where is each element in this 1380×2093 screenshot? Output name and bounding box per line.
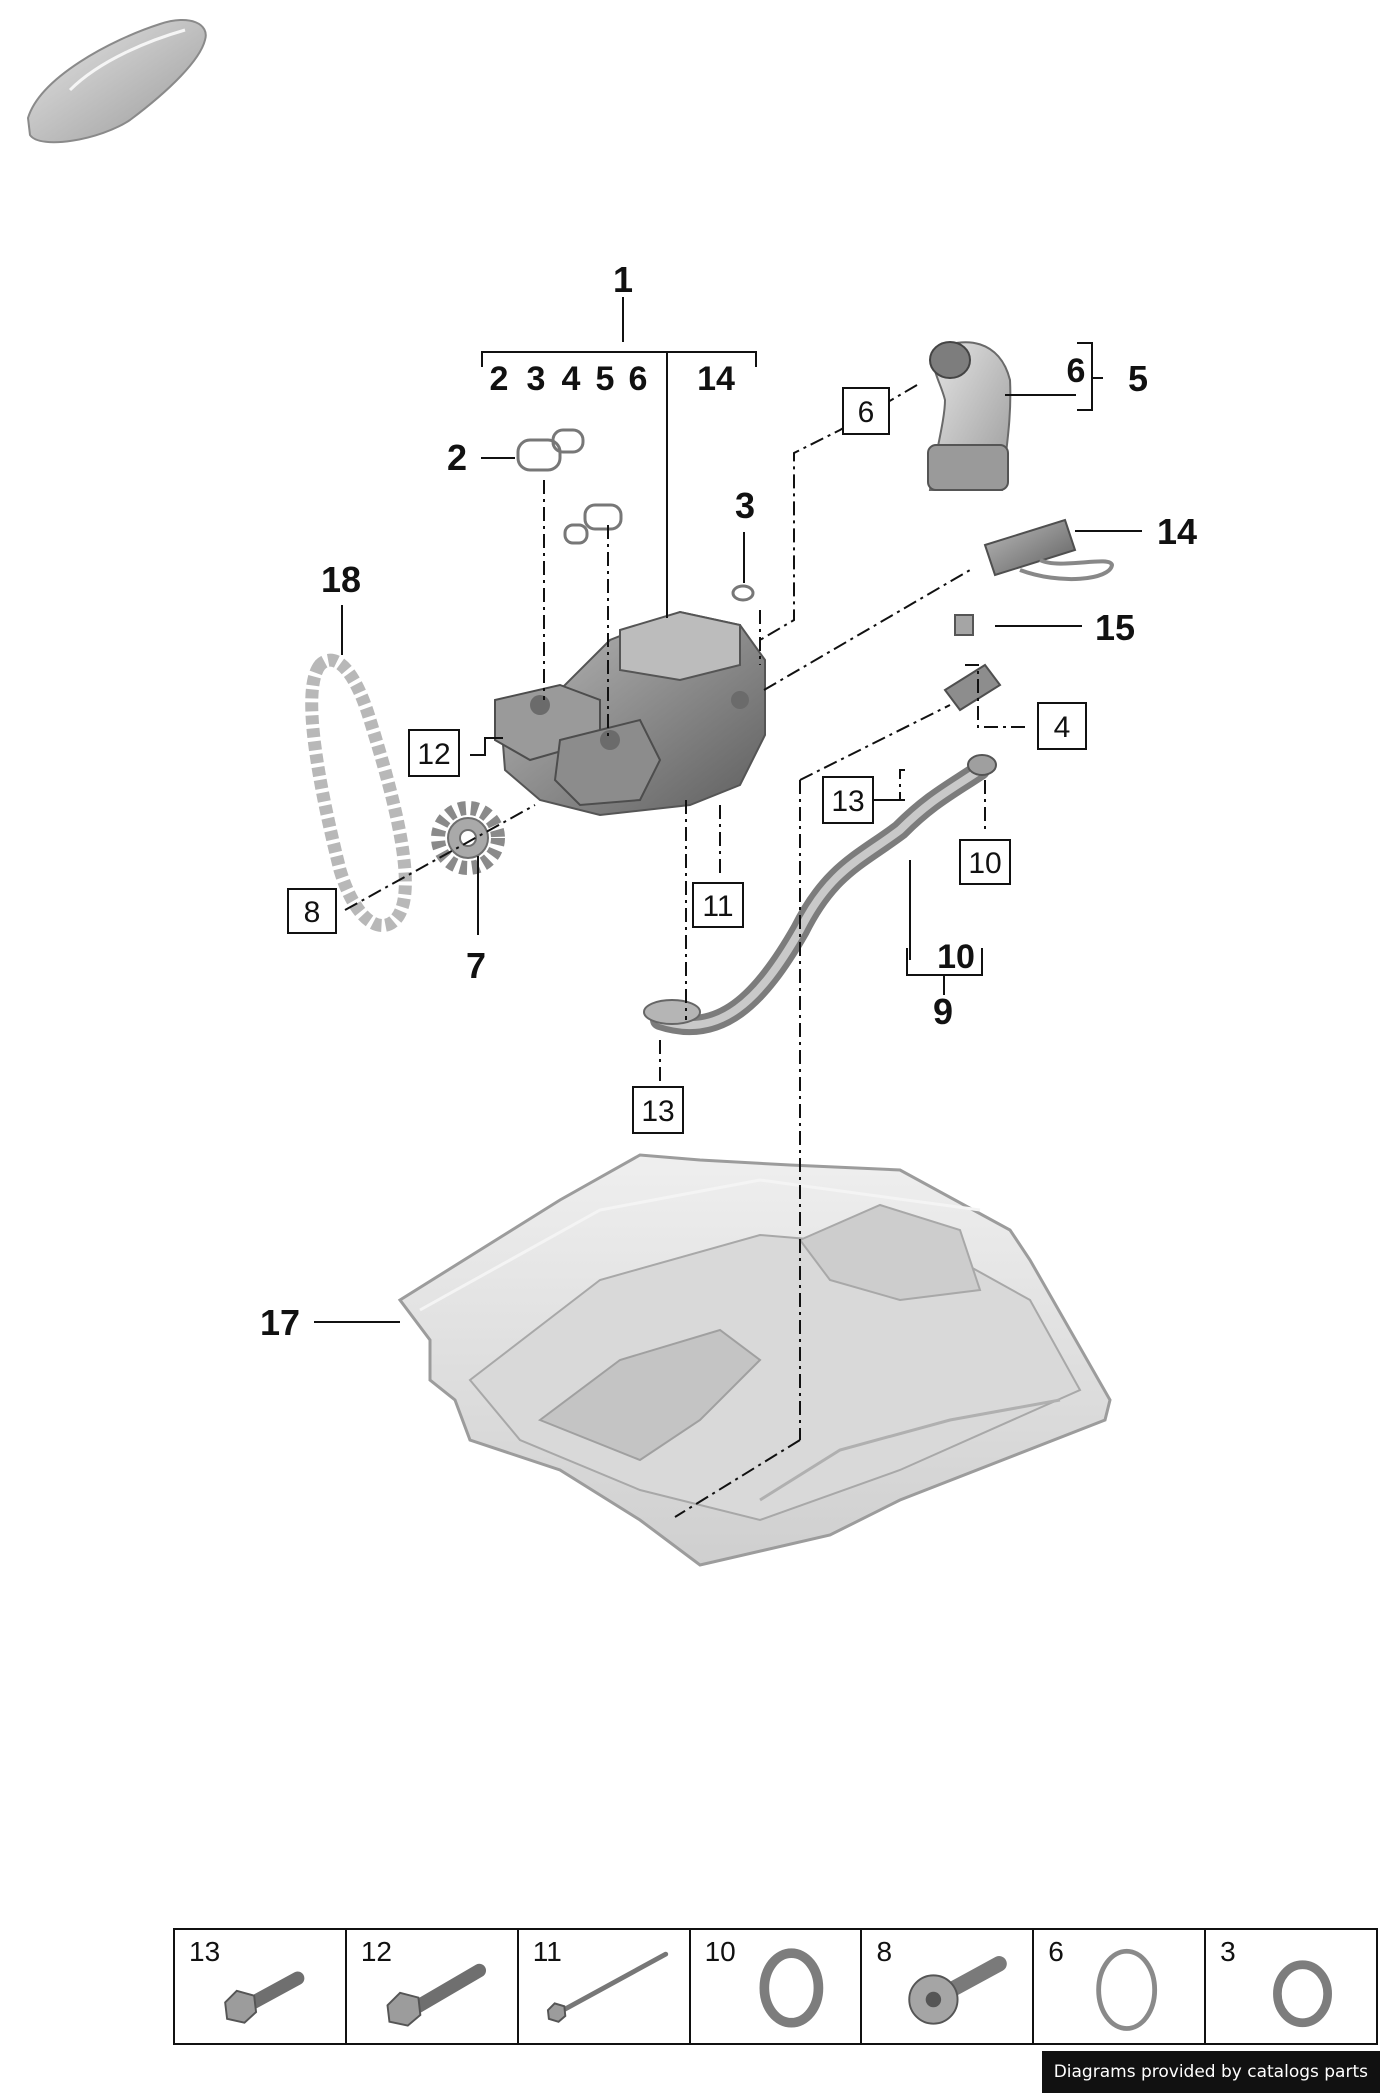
box-4-label: 4 [1054,711,1071,744]
callout-2: 2 [447,437,467,478]
seal-ring-icon [759,1948,823,2028]
box-13a-label: 13 [831,785,864,818]
callout-3: 3 [735,485,755,526]
callout-9-sub-10: 10 [937,938,975,976]
box-6-label: 6 [858,396,875,429]
sprocket-part-7 [431,801,505,875]
oil-pan-part-17 [397,1153,1112,1567]
box-8-label: 8 [304,896,321,929]
legend-item-6: 6 [1034,1930,1207,2043]
vehicle-thumbnail-icon [26,19,207,144]
box-11 [692,882,744,928]
o-ring-part-3 [731,584,755,602]
callout-numbers: 1 2 3 4 5 6 14 2 3 6 5 14 15 18 7 10 9 1… [260,259,1197,1343]
callout-1: 1 [613,259,633,300]
box-4 [1037,702,1087,750]
callout-17: 17 [260,1302,300,1343]
drive-chain-part-18 [305,653,412,932]
seal-ring-icon [1096,1948,1158,2031]
box-11-label: 11 [702,890,733,923]
box-13b-label: 13 [641,1095,674,1128]
solenoid-valve-part-14 [983,518,1115,581]
box-10-label: 10 [968,847,1001,880]
callout-1-sub-5: 5 [596,360,615,398]
hex-flange-bolt-icon [224,1971,305,2024]
callout-7: 7 [466,945,486,986]
callout-9: 9 [933,991,953,1032]
leader-lines [314,297,1142,1323]
legend-label: 12 [360,1936,393,1967]
box-13b [632,1086,684,1134]
hex-flange-bolt-icon [386,1963,486,2027]
legend-item-8: 8 [862,1930,1035,2043]
callout-1-sub-6: 6 [629,360,648,398]
legend-label: 11 [532,1936,562,1967]
legend-label: 10 [704,1936,736,1967]
callout-1-sub-4: 4 [562,360,581,398]
box-10 [959,839,1011,885]
box-12-label: 12 [417,738,450,771]
legend-item-12: 12 [347,1930,519,2043]
hardware-legend: 13 12 11 10 8 6 [173,1928,1378,2045]
legend-label: 8 [876,1936,893,1967]
callout-18: 18 [321,559,361,600]
callout-1-sub-3: 3 [527,360,546,398]
boxed-label-text: 6 12 4 13 10 11 8 13 [304,396,1071,1128]
box-8 [287,888,337,934]
long-bolt-icon [546,1951,668,2023]
legend-item-10: 10 [691,1930,863,2043]
pressure-sensor-part-4 [943,614,1002,712]
legend-label: 3 [1220,1936,1236,1967]
callout-14: 14 [1157,511,1197,552]
box-13a [822,776,874,824]
torx-bolt-icon [908,1956,1008,2025]
callout-5: 5 [1128,358,1148,399]
box-6 [842,387,890,435]
legend-label: 13 [189,1936,221,1967]
legend-label: 6 [1048,1936,1064,1967]
o-ring-part-2 [516,428,623,545]
legend-item-11: 11 [519,1930,691,2043]
boxed-labels [287,387,1087,1134]
seal-ring-icon [1273,1960,1333,2028]
credit-banner: Diagrams provided by catalogs parts [1041,2051,1380,2093]
elbow-pipe-part-5 [927,341,1012,491]
oil-pump-assembly-part-1 [494,610,766,817]
legend-item-3: 3 [1206,1930,1376,2043]
callout-1-sub-14: 14 [697,360,735,398]
legend-item-13: 13 [175,1930,347,2043]
callout-15: 15 [1095,607,1135,648]
box-12 [408,729,460,777]
callout-5-sub-6: 6 [1067,352,1086,390]
callout-1-sub-2: 2 [490,360,509,398]
